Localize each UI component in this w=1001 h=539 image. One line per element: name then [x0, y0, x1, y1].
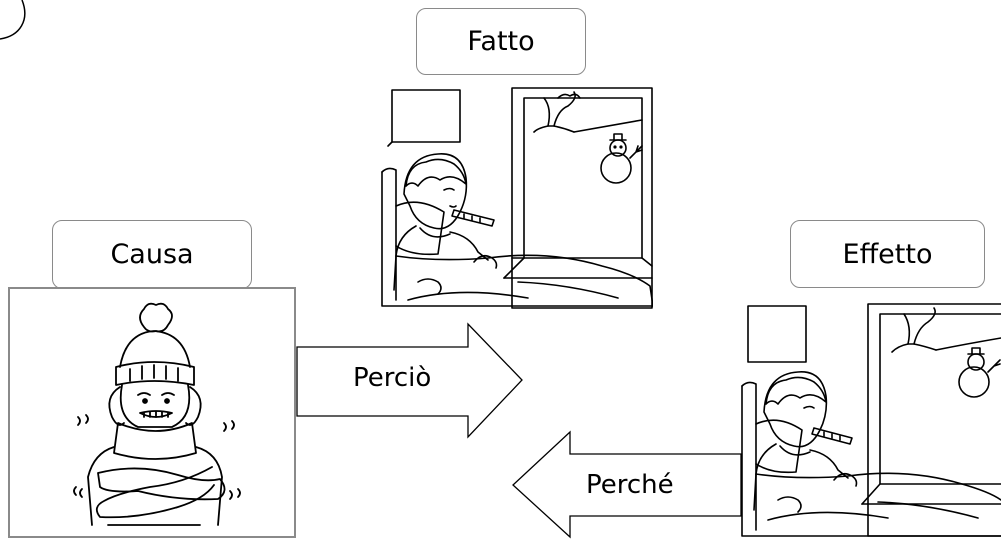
cold-person-icon	[87, 384, 226, 526]
cause-illustration	[8, 287, 296, 538]
fact-label: Fatto	[416, 8, 586, 75]
fact-label-text: Fatto	[467, 26, 535, 57]
cause-label-text: Causa	[110, 239, 194, 270]
blanket-icon	[395, 254, 653, 307]
corner-circle-fragment	[0, 0, 26, 40]
effect-illustration	[741, 303, 1001, 537]
window-icon	[511, 87, 653, 309]
effect-label: Effetto	[790, 220, 985, 288]
knit-hat-icon	[115, 302, 195, 386]
snowman-icon	[958, 347, 1001, 398]
thermometer-icon	[811, 427, 853, 445]
scarf-icon	[113, 422, 197, 460]
forward-arrow-label: Perciò	[353, 363, 432, 393]
thermometer-icon	[451, 209, 495, 227]
backward-arrow	[512, 430, 742, 539]
window-icon	[867, 303, 1001, 537]
shiver-marks-icon	[73, 414, 241, 500]
wall-picture-icon	[391, 89, 461, 143]
forward-arrow	[296, 322, 523, 439]
blanket-icon	[755, 472, 1001, 501]
cause-label: Causa	[52, 220, 252, 289]
tree-icon	[903, 307, 936, 345]
sick-child-icon	[393, 153, 498, 295]
snowman-icon	[600, 133, 643, 184]
tree-icon	[543, 91, 576, 127]
sick-child-icon	[753, 371, 858, 513]
wall-picture-icon	[747, 305, 807, 363]
fact-illustration	[381, 87, 653, 309]
effect-label-text: Effetto	[842, 238, 933, 270]
backward-arrow-label: Perché	[586, 470, 674, 500]
